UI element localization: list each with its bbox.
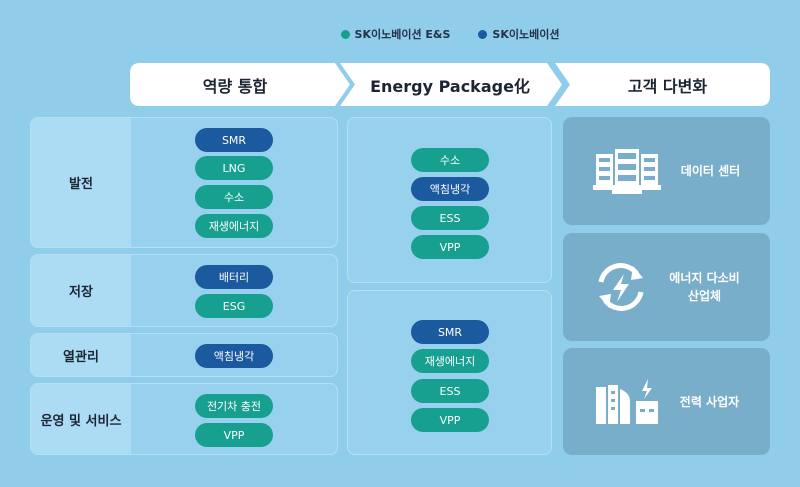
group-label: 운영 및 서비스 [31,384,131,454]
group-label: 발전 [31,118,131,247]
customer-label: 전력 사업자 [679,394,740,409]
package-pill: ESS [411,206,489,230]
package-pill: 액침냉각 [411,177,489,201]
legend: SK이노베이션 E&S SK이노베이션 [0,26,800,42]
capability-pill: 전기차 충전 [195,394,273,418]
package-pill: SMR [411,320,489,344]
package-pill: 재생에너지 [411,349,489,373]
legend-item-sk-innovation: SK이노베이션 [478,26,559,42]
capability-pill: SMR [195,128,273,152]
capability-pill: ESG [195,294,273,318]
customer-card-power-utility: 전력 사업자 [563,348,770,455]
group-thermal-management: 열관리 액침냉각 [30,333,338,377]
package-group: SMR 재생에너지 ESS VPP [347,290,552,455]
customer-card-data-center: 데이터 센터 [563,117,770,225]
header-capability-integration: 역량 통합 [202,76,268,96]
header-customer-diversification: 고객 다변화 [627,76,708,96]
header-arrows [130,63,770,106]
capability-pill: LNG [195,156,273,180]
customer-card-energy-intensive: 에너지 다소비 산업체 [563,233,770,341]
customer-label: 에너지 다소비 산업체 [669,271,740,303]
energy-cycle-icon [598,263,644,311]
group-operation-service: 운영 및 서비스 전기차 충전 VPP [30,383,338,455]
server-icon [592,148,661,194]
capability-pill: VPP [195,423,273,447]
package-pill: 수소 [411,148,489,172]
package-pill: VPP [411,235,489,259]
legend-item-sk-es: SK이노베이션 E&S [340,26,450,42]
package-pill: VPP [411,408,489,432]
capability-pill: 수소 [195,185,273,209]
capability-pill: 재생에너지 [195,214,273,238]
capability-pill: 배터리 [195,265,273,289]
package-pill: ESS [411,379,489,403]
customer-label: 데이터 센터 [680,164,741,178]
capability-pill: 액침냉각 [195,344,273,368]
header-energy-package: Energy Package化 [370,76,530,96]
group-label: 열관리 [31,334,131,376]
group-label: 저장 [31,255,131,326]
power-plant-icon [595,379,658,424]
group-storage: 저장 배터리 ESG [30,254,338,327]
